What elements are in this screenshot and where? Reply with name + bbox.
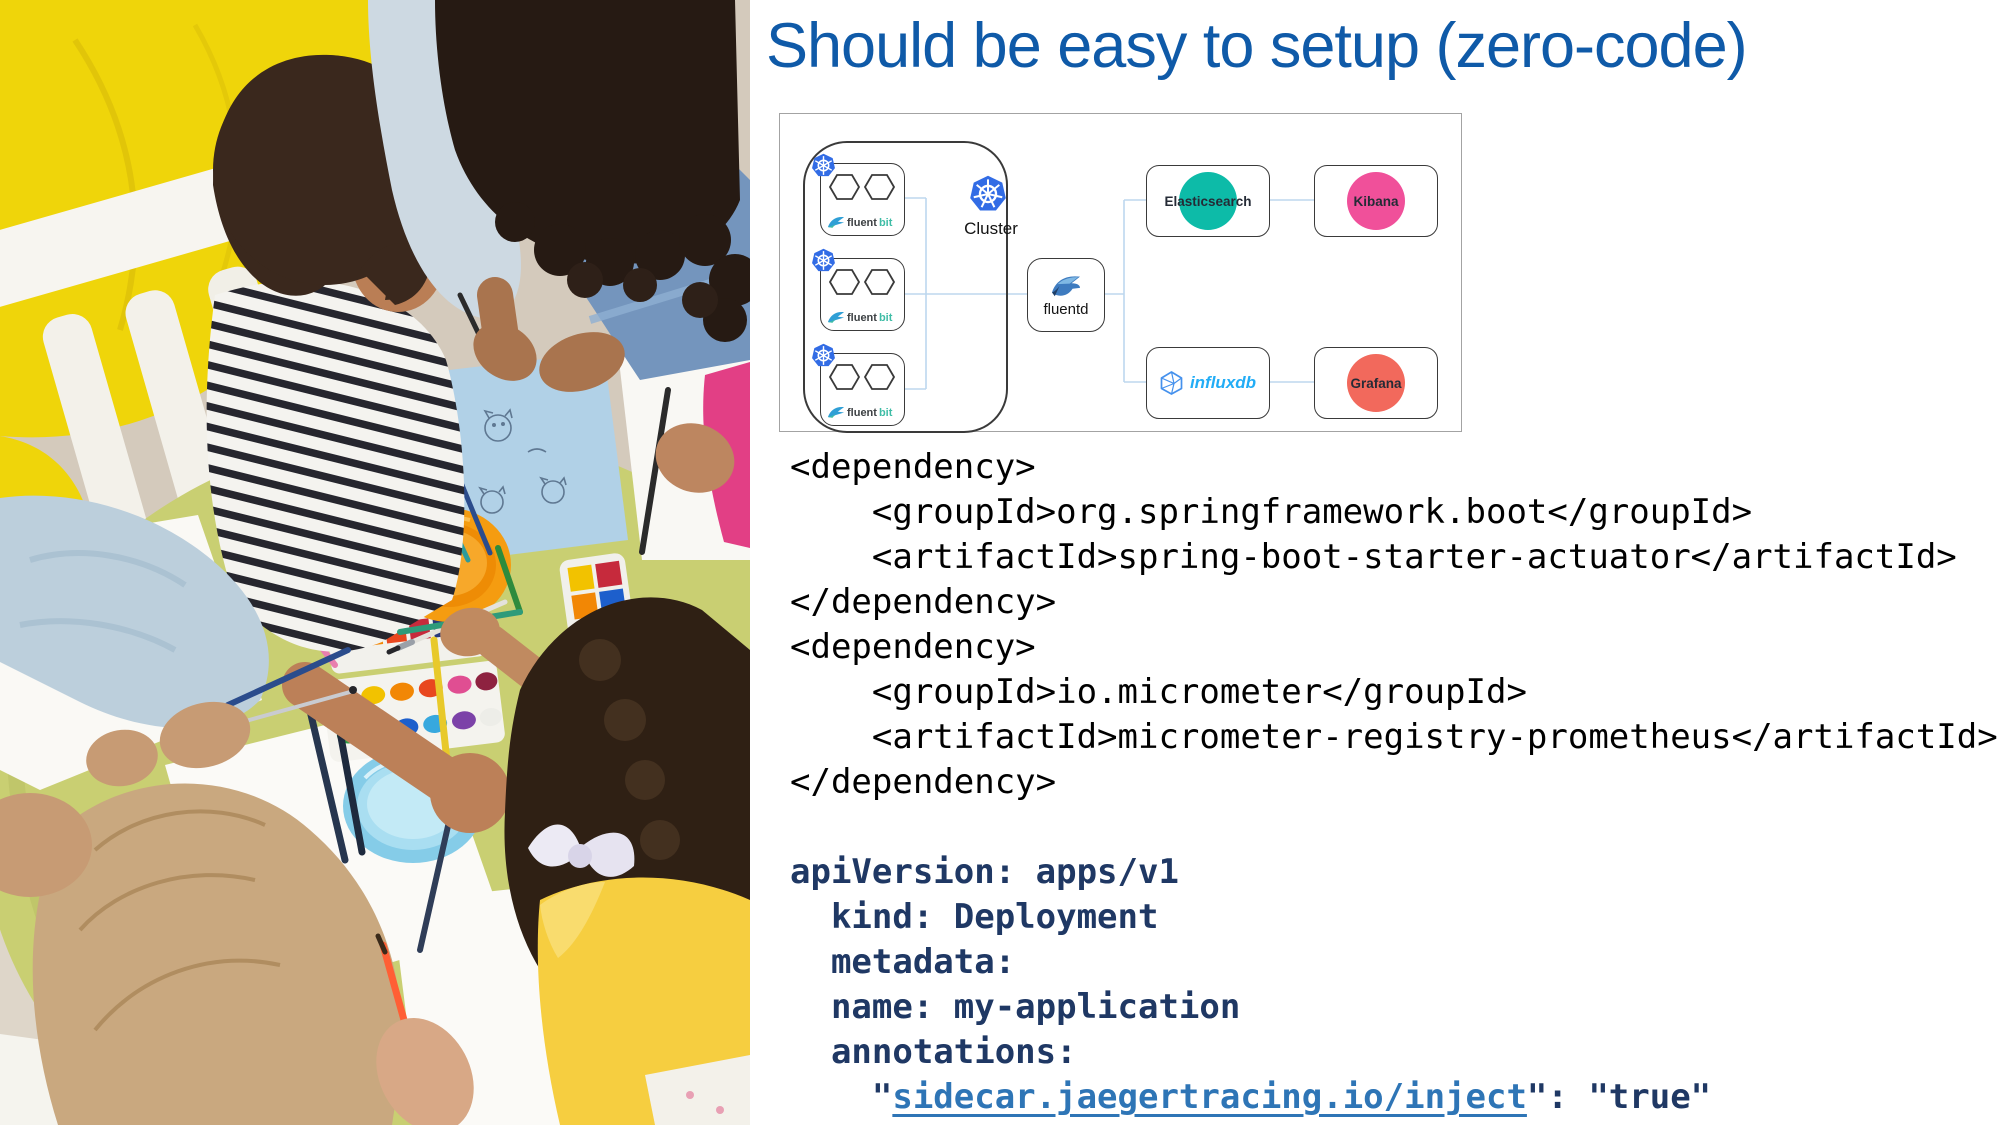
photo-pink-child <box>639 362 750 555</box>
code-line: <dependency> <box>790 447 1036 487</box>
kubernetes-icon <box>812 343 835 367</box>
fluentbit-bird-icon <box>827 311 845 323</box>
code-line: kind: Deployment <box>790 897 1159 937</box>
fluentbit-bird-icon <box>827 406 845 418</box>
kibana-label: Kibana <box>1353 193 1399 209</box>
yaml-annotation-suffix: ": "true" <box>1526 1077 1712 1117</box>
kubernetes-icon <box>812 153 835 177</box>
grafana-label: Grafana <box>1350 375 1402 391</box>
fluentbit-label: fluent <box>847 311 877 324</box>
code-line: name: my-application <box>790 987 1241 1027</box>
fluentbit-label: fluent <box>847 216 877 229</box>
photo-doodles <box>478 408 567 514</box>
k8s-deployment-yaml-snippet: apiVersion: apps/v1 kind: Deployment met… <box>790 850 1711 1120</box>
jaeger-inject-link[interactable]: sidecar.jaegertracing.io/inject <box>892 1077 1527 1117</box>
yaml-annotation-prefix: " <box>790 1077 893 1117</box>
code-line: <artifactId>spring-boot-starter-actuator… <box>790 537 1957 577</box>
code-line: <artifactId>micrometer-registry-promethe… <box>790 717 1998 757</box>
kibana-node: Kibana <box>1314 165 1438 237</box>
photo-blonde-child <box>32 783 474 1125</box>
influxdb-label: influxdb <box>1189 373 1257 392</box>
fluentd-bird-icon <box>1052 276 1080 297</box>
children-painting-photo <box>0 0 750 1125</box>
cluster-label: Cluster <box>964 219 1018 238</box>
pod-hexagons-icon <box>829 174 895 200</box>
fluentbit-label: fluent <box>847 406 877 419</box>
elasticsearch-node: Elasticsearch <box>1146 165 1270 237</box>
fluentd-label: fluentd <box>1043 301 1089 318</box>
code-line: metadata: <box>790 942 1016 982</box>
code-line: apiVersion: apps/v1 <box>790 852 1179 892</box>
elasticsearch-label: Elasticsearch <box>1164 193 1252 209</box>
code-line: </dependency> <box>790 582 1057 622</box>
photo-braided-girl <box>397 597 750 1125</box>
kubernetes-icon <box>812 248 835 272</box>
influxdb-node: influxdb <box>1146 347 1270 419</box>
influxdb-icon <box>1160 371 1183 395</box>
fluentbit-bird-icon <box>827 216 845 228</box>
cluster-box: Cluster <box>803 141 1018 433</box>
code-line: <groupId>io.micrometer</groupId> <box>790 672 1527 712</box>
kubernetes-icon <box>970 175 1006 211</box>
photo-curly-person <box>368 0 750 392</box>
page-title: Should be easy to setup (zero-code) <box>766 11 1748 81</box>
code-line: <dependency> <box>790 627 1036 667</box>
grafana-disc <box>1347 354 1405 412</box>
code-line: "sidecar.jaegertracing.io/inject": "true… <box>790 1075 1711 1120</box>
code-line: </dependency> <box>790 762 1057 802</box>
code-line: <groupId>org.springframework.boot</group… <box>790 492 1753 532</box>
elasticsearch-disc <box>1179 172 1237 230</box>
photo-left-child <box>0 495 357 897</box>
code-line: annotations: <box>790 1032 1077 1072</box>
pod-hexagons-icon <box>829 364 895 390</box>
connector-lines <box>903 197 1314 390</box>
fluentd-node: fluentd <box>1027 258 1105 332</box>
kibana-disc <box>1347 172 1405 230</box>
pod-hexagons-icon <box>829 269 895 295</box>
maven-dependency-snippet: <dependency> <groupId>org.springframewor… <box>790 445 1998 805</box>
grafana-node: Grafana <box>1314 347 1438 419</box>
